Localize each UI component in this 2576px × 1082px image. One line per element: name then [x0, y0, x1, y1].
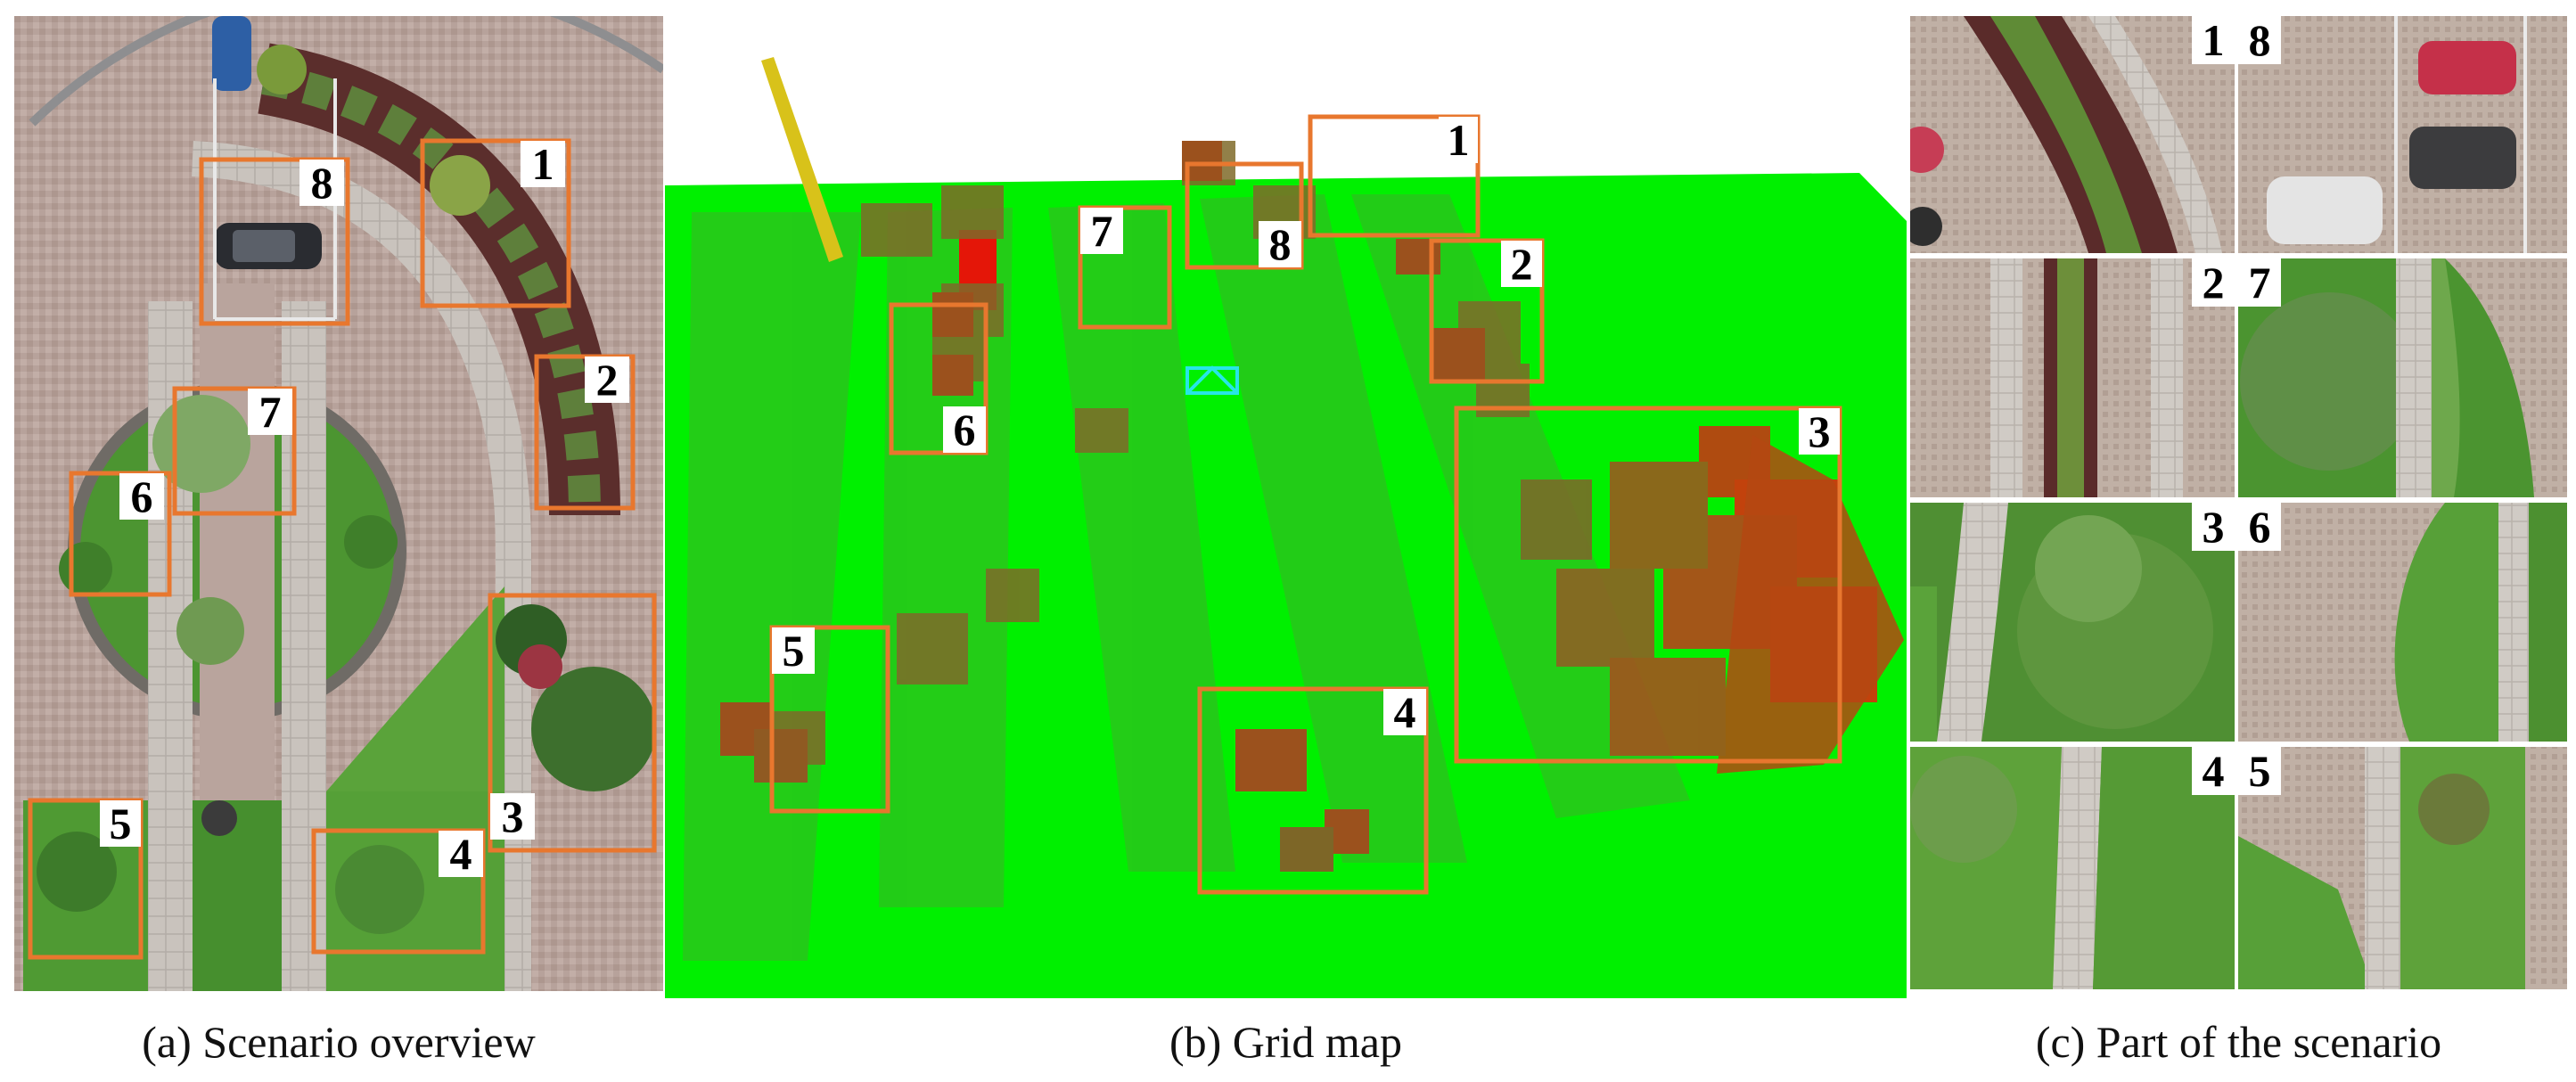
overview-box-3 [488, 593, 657, 853]
tile-5 [2238, 747, 2567, 989]
overview-label-8: 8 [311, 158, 333, 208]
tile-label-8: 8 [2249, 16, 2271, 65]
tile-label-2: 2 [2203, 258, 2225, 307]
tile-8 [2238, 16, 2567, 253]
grid-label-5: 5 [783, 626, 805, 676]
overview-box-1 [420, 138, 571, 308]
tile-6 [2238, 503, 2567, 742]
overview-label-6: 6 [131, 471, 153, 521]
overview-label-5: 5 [110, 799, 132, 848]
tile-label-1: 1 [2203, 16, 2225, 65]
grid-box-6 [889, 302, 989, 455]
grid-box-5 [769, 625, 890, 814]
overview-label-4: 4 [450, 829, 472, 879]
grid-box-8 [1185, 161, 1304, 270]
scenario-overview-panel: 8 1 2 7 6 3 5 4 [14, 16, 663, 991]
grid-box-3 [1454, 406, 1842, 764]
tile-2 [1910, 258, 2235, 497]
tile-label-5: 5 [2249, 746, 2271, 796]
tile-3 [1910, 503, 2235, 742]
caption-part-of-scenario: (c) Part of the scenario [2035, 1017, 2442, 1067]
overview-label-3: 3 [502, 791, 524, 841]
overview-box-8 [199, 157, 350, 326]
overview-box-5 [28, 798, 144, 960]
grid-map-image: 1 8 7 2 6 3 5 4 [665, 16, 1907, 998]
grid-box-4 [1197, 686, 1429, 895]
overview-label-1: 1 [532, 139, 554, 189]
grid-box-1 [1308, 114, 1481, 238]
grid-label-1: 1 [1448, 115, 1470, 165]
overview-box-4 [311, 828, 486, 955]
grid-map-panel: 1 8 7 2 6 3 5 4 [665, 16, 1907, 998]
tile-7 [2238, 258, 2567, 497]
camera-icon [1185, 365, 1239, 395]
tile-label-7: 7 [2249, 258, 2271, 307]
grid-label-7: 7 [1091, 206, 1113, 256]
scenario-parts-panel: 1 8 2 7 3 6 4 5 [1910, 16, 2567, 989]
grid-label-4: 4 [1394, 687, 1416, 737]
overview-box-7 [172, 386, 297, 516]
grid-label-3: 3 [1809, 406, 1831, 456]
caption-scenario-overview: (a) Scenario overview [142, 1017, 536, 1067]
scenario-parts-image: 1 8 2 7 3 6 4 5 [1910, 16, 2567, 989]
grid-label-8: 8 [1269, 219, 1292, 269]
scenario-overview-image: 8 1 2 7 6 3 5 4 [14, 16, 663, 991]
grid-box-7 [1078, 205, 1172, 330]
grid-label-6: 6 [954, 405, 976, 455]
tile-4 [1910, 747, 2235, 989]
tile-label-6: 6 [2249, 502, 2271, 552]
overview-label-7: 7 [259, 387, 282, 437]
grid-label-2: 2 [1511, 239, 1533, 289]
tile-label-4: 4 [2203, 746, 2225, 796]
tile-label-3: 3 [2203, 502, 2225, 552]
tile-1 [1910, 16, 2235, 253]
grid-region-boxes [769, 114, 1842, 895]
caption-grid-map: (b) Grid map [1169, 1017, 1403, 1067]
grid-box-2 [1429, 238, 1545, 384]
overview-label-2: 2 [596, 355, 619, 405]
